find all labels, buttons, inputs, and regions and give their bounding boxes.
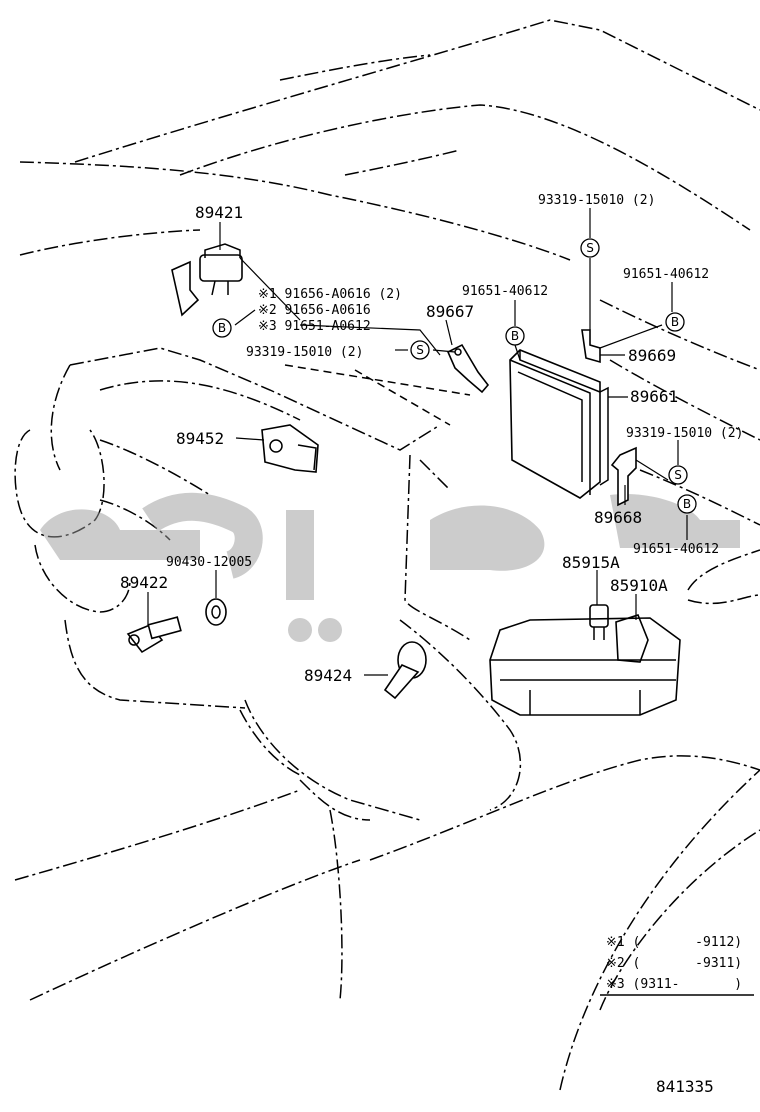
label-89669: 89669 — [628, 346, 676, 365]
label-85910A: 85910A — [610, 576, 668, 595]
label-89661: 89661 — [630, 387, 678, 406]
leader-lines — [147, 208, 688, 676]
watermark-shapes — [40, 492, 740, 642]
bracket-89668 — [610, 446, 637, 507]
label-89452: 89452 — [176, 429, 224, 448]
label-91651-right: 91651-40612 — [623, 267, 709, 282]
label-93319-top: 93319-15010 (2) — [538, 193, 655, 208]
relay-85915A — [589, 604, 609, 640]
svg-text:B: B — [218, 321, 226, 335]
label-91651-3: ※3 91651-A0612 — [258, 319, 371, 334]
marker-screw-3: S — [668, 465, 688, 485]
label-91656-2: ※2 91656-A0616 — [258, 303, 371, 318]
marker-bolt-2: B — [505, 326, 525, 346]
legend-row-2: ※2 ( -9311) — [606, 956, 742, 971]
marker-bolt-3: B — [665, 312, 685, 332]
marker-bolt-1: B — [212, 318, 232, 338]
washer-90430 — [205, 598, 227, 626]
applicability-legend: ※1 ( -9112) ※2 ( -9311) ※3 (9311- ) — [600, 935, 754, 996]
svg-text:S: S — [416, 343, 424, 357]
drawing-number: 841335 — [656, 1077, 714, 1096]
svg-text:S: S — [586, 241, 594, 255]
ecu-89661 — [509, 349, 609, 499]
label-89422: 89422 — [120, 573, 168, 592]
svg-text:B: B — [511, 329, 519, 343]
legend-row-1: ※1 ( -9112) — [606, 935, 742, 950]
relay-85910A — [615, 614, 649, 663]
svg-text:B: B — [683, 497, 691, 511]
sensor-89452 — [261, 424, 319, 473]
label-93319-left: 93319-15010 (2) — [246, 345, 363, 360]
sensor-89422 — [126, 616, 182, 654]
sensor-89421 — [171, 243, 243, 317]
label-91651-mid: 91651-40612 — [462, 284, 548, 299]
label-85915A: 85915A — [562, 553, 620, 572]
label-91656-1: ※1 91656-A0616 (2) — [258, 287, 402, 302]
sensor-89424 — [383, 641, 427, 700]
label-91651-lower: 91651-40612 — [633, 542, 719, 557]
marker-screw-2: S — [580, 238, 600, 258]
label-89421: 89421 — [195, 203, 243, 222]
label-90430: 90430-12005 — [166, 555, 252, 570]
bracket-89669 — [581, 329, 601, 364]
label-93319-lower: 93319-15010 (2) — [626, 426, 743, 441]
label-89668: 89668 — [594, 508, 642, 527]
marker-screw-1: S — [410, 340, 430, 360]
svg-text:S: S — [674, 468, 682, 482]
marker-bolt-4: B — [677, 494, 697, 514]
legend-row-3: ※3 (9311- ) — [606, 977, 742, 992]
svg-text:B: B — [671, 315, 679, 329]
body-outline — [19, 19, 760, 605]
engine-outline — [14, 347, 760, 1091]
relay-box — [489, 617, 681, 716]
label-89424: 89424 — [304, 666, 352, 685]
label-89667: 89667 — [426, 302, 474, 321]
